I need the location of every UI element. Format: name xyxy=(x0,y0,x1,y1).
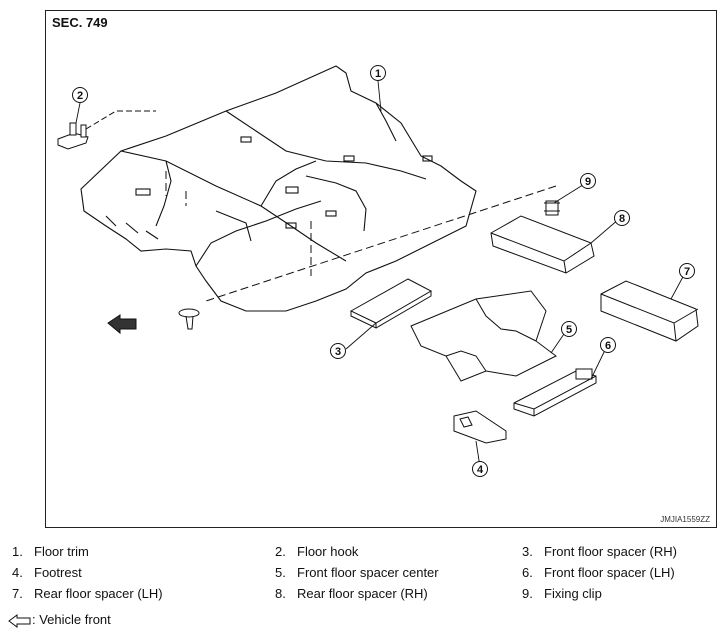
legend-number: 4. xyxy=(12,565,23,580)
legend-item: 7. Rear floor spacer (LH) xyxy=(12,586,163,601)
legend-number: 2. xyxy=(275,544,286,559)
figure-code: JMJIA1559ZZ xyxy=(660,515,710,524)
callout-9: 9 xyxy=(580,173,596,189)
legend-number: 3. xyxy=(522,544,533,559)
clip-shape xyxy=(178,308,200,330)
section-label: SEC. 749 xyxy=(52,15,108,30)
callout-8-label: 8 xyxy=(619,213,625,225)
callout-6: 6 xyxy=(600,337,616,353)
callout-2-label: 2 xyxy=(77,90,83,102)
callout-6-label: 6 xyxy=(605,340,611,352)
rear-floor-spacer-rh-shape xyxy=(490,215,595,274)
diagram-drawing: 1 2 3 4 5 6 7 8 9 xyxy=(57,65,699,477)
legend-text: Rear floor spacer (RH) xyxy=(297,586,428,601)
legend-item: 2. Floor hook xyxy=(275,544,358,559)
vehicle-front-text: : Vehicle front xyxy=(32,612,111,627)
leader-lines xyxy=(75,80,686,468)
legend-item: 8. Rear floor spacer (RH) xyxy=(275,586,428,601)
callout-9-label: 9 xyxy=(585,176,591,188)
legend-number: 5. xyxy=(275,565,286,580)
legend-text: Fixing clip xyxy=(544,586,602,601)
front-floor-spacer-rh-shape xyxy=(349,278,433,329)
callout-7-label: 7 xyxy=(684,266,690,278)
legend-number: 6. xyxy=(522,565,533,580)
callout-7: 7 xyxy=(679,263,695,279)
legend-item: 6. Front floor spacer (LH) xyxy=(522,565,675,580)
parts-diagram: 1 2 3 4 5 6 7 8 9 SEC. 749 JMJIA1559ZZ xyxy=(45,10,717,528)
front-floor-spacer-center-shape xyxy=(410,290,557,382)
legend-item: 4. Footrest xyxy=(12,565,82,580)
legend-text: Floor hook xyxy=(297,544,359,559)
callout-3-label: 3 xyxy=(335,346,341,358)
floor-hook-shape xyxy=(57,122,89,150)
callouts: 1 2 3 4 5 6 7 8 9 xyxy=(72,65,695,477)
legend-text: Rear floor spacer (LH) xyxy=(34,586,163,601)
legend-number: 8. xyxy=(275,586,286,601)
legend-item: 3. Front floor spacer (RH) xyxy=(522,544,677,559)
legend-text: Footrest xyxy=(34,565,82,580)
callout-1: 1 xyxy=(370,65,386,81)
legend-item: 9. Fixing clip xyxy=(522,586,602,601)
callout-2: 2 xyxy=(72,87,88,103)
legend-text: Floor trim xyxy=(34,544,89,559)
vehicle-front-note: : Vehicle front xyxy=(8,612,111,628)
callout-3: 3 xyxy=(330,343,346,359)
legend-text: Front floor spacer (LH) xyxy=(544,565,675,580)
legend-text: Front floor spacer (RH) xyxy=(544,544,677,559)
footrest-shape xyxy=(453,410,507,444)
callout-8: 8 xyxy=(614,210,630,226)
callout-4: 4 xyxy=(472,461,488,477)
callout-4-label: 4 xyxy=(477,464,484,476)
callout-1-label: 1 xyxy=(375,68,381,80)
legend-item: 1. Floor trim xyxy=(12,544,89,559)
alignment-lines xyxy=(165,171,557,302)
front-floor-spacer-lh-shape xyxy=(513,368,597,417)
legend-number: 7. xyxy=(12,586,23,601)
floor-trim-shape xyxy=(80,65,477,312)
callout-5-label: 5 xyxy=(566,324,572,336)
legend-number: 1. xyxy=(12,544,23,559)
vehicle-front-outline-arrow-icon xyxy=(8,613,31,628)
vehicle-front-arrow-icon xyxy=(107,314,137,335)
callout-5: 5 xyxy=(561,321,577,337)
legend-number: 9. xyxy=(522,586,533,601)
fixing-clip-shape xyxy=(544,200,560,216)
legend-item: 5. Front floor spacer center xyxy=(275,565,439,580)
rear-floor-spacer-lh-shape xyxy=(600,280,699,342)
hook-leader-dashed xyxy=(85,110,156,130)
legend-text: Front floor spacer center xyxy=(297,565,439,580)
